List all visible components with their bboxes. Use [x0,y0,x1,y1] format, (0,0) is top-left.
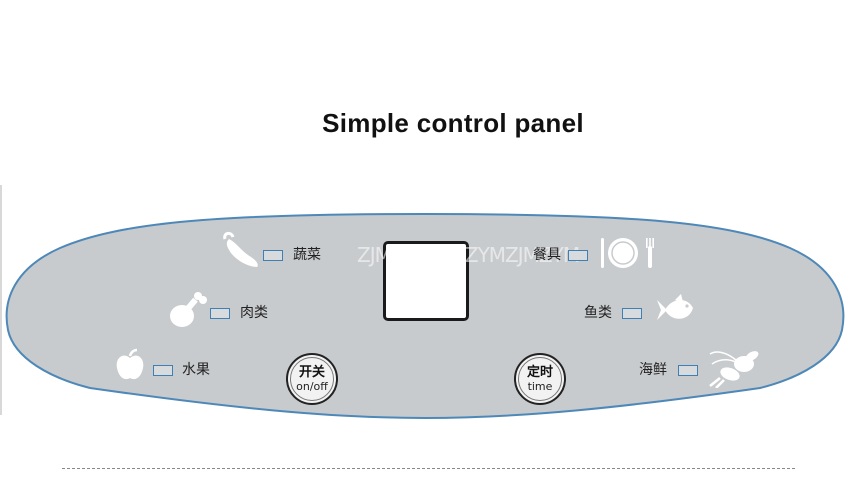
vegetable-indicator-led [263,250,283,261]
fish-icon [657,294,693,320]
power-button-cn-label: 开关 [298,364,325,380]
vegetable-label: 蔬菜 [293,247,321,263]
fruit-indicator-led [153,365,173,376]
dashed-separator [62,468,795,469]
power-button-en-label: on/off [296,379,328,393]
meat-indicator-led [210,308,230,319]
meat-label: 肉类 [240,305,268,321]
watermark: ZJMZYMZJMZYMZJMZYM [357,243,580,267]
timer-button[interactable]: 定时 time [514,353,566,405]
tableware-indicator-led [568,250,588,261]
tableware-label: 餐具 [533,247,561,263]
fish-indicator-led [622,308,642,319]
timer-button-en-label: time [527,379,553,393]
apple-icon [116,348,144,380]
power-button[interactable]: 开关 on/off [286,353,338,405]
tableware-icon [601,238,654,268]
chili-pepper-icon [223,231,258,267]
seafood-indicator-led [678,365,698,376]
timer-button-cn-label: 定时 [526,364,553,380]
page-title: Simple control panel [322,108,584,138]
frame-divider [0,185,2,415]
fruit-label: 水果 [182,362,210,378]
chicken-leg-icon [170,292,207,327]
fish-label: 鱼类 [584,305,612,321]
seafood-label: 海鲜 [639,362,667,378]
digital-display [383,241,469,321]
lobster-icon [709,351,759,388]
